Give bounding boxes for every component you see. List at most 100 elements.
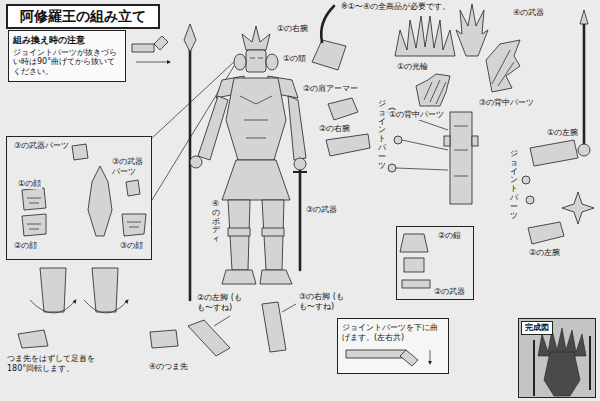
joint-part [522,176,530,184]
instruction-note: つま先をはずして足首を180°回転します。 [6,354,108,373]
leg-bottom [40,268,66,312]
shoulder-armor-part [328,98,358,120]
part-name: ②の鎧 [437,231,462,241]
weapon-part [402,280,430,288]
part-label: ジョイントパーツ [378,100,386,170]
sword [583,22,586,144]
part-label: ①の頭 [282,54,307,64]
arm-part [530,140,578,166]
side-face [266,54,278,70]
joint-part [132,44,154,52]
sword-guard [293,171,307,173]
part-label: ①の左腕 [546,128,579,138]
hand [578,144,590,156]
note-box: ②の鎧②の武器 [396,226,474,300]
sword [299,170,302,270]
part-label: ③の武器 [305,205,338,215]
toe-part [150,330,178,348]
halo [395,16,455,56]
face-part [122,214,146,236]
peg [472,136,478,146]
weapon-part [88,166,112,236]
backpack [450,112,472,204]
leg-sketch [346,350,406,358]
leader-line [396,112,448,170]
arm-part [528,222,564,244]
part-label: ②の肩アーマー [302,84,359,94]
note-box: 組み換え時の注意ジョイントパーツが抜きづらい時は90°曲げてから抜いてください。 [8,30,126,82]
knee [228,228,250,236]
pull-arrow [136,62,170,63]
part-label: ①の右腕 [276,24,309,34]
toe-part [18,330,48,348]
part-name: ③の武器パーツ [13,141,70,151]
part-label: ①の背中パーツ [388,110,445,120]
leg [262,200,284,270]
finished-sword [589,336,591,390]
box-ground [518,318,596,398]
part-name: ②の顔 [13,241,38,251]
torso-detail [240,96,272,138]
part-label: ②の右腕 [318,124,351,134]
eyes [250,58,263,59]
part-label: ④のつま先 [148,362,189,372]
arm-part [326,134,370,156]
foot [222,270,256,284]
leader-line [214,316,230,326]
note-body: ジョイントパーツが抜きづらい時は90°曲げてから抜いてください。 [13,48,121,77]
instruction-note: ③の右脚 (もも〜すね) [298,292,350,311]
spear-tip [184,24,196,52]
armor-part [404,258,424,272]
shuriken [562,192,594,224]
part-label: ①の光輪 [396,62,429,72]
hand [294,158,306,170]
note-heading: 組み換え時の注意 [13,35,121,46]
note-body: ジョイントパーツを下に曲げます。(左右共) [342,323,444,342]
part-label: ④のボディ [212,200,220,244]
part-label: ※①〜④の全商品が必要です。 [340,2,451,12]
backpack-detail [454,126,468,176]
side-face [234,54,246,70]
wing-feathers [424,80,446,104]
wing-feathers [492,50,514,86]
sword-tip [580,10,588,24]
leg-part [262,302,286,352]
finished-spear [533,340,535,396]
note-box: ③の武器パーツ①の顔③の武器パーツ②の顔③の顔 [6,136,152,260]
joint-part [526,196,534,204]
joint-part [394,136,402,144]
weapon-part [72,144,88,160]
face-part [22,214,46,236]
part-name: ①の顔 [17,179,42,189]
head [246,50,266,72]
leg-bottom [92,268,118,312]
joint-part [388,164,396,172]
title-banner: 阿修羅王の組み立て [6,4,160,29]
arm-part [312,40,346,70]
joint-part [400,350,418,366]
face-detail [27,198,41,203]
box-ground [337,318,449,374]
sword [321,6,334,42]
hand [190,156,202,168]
part-name: ③の武器パーツ [111,157,149,176]
face-part [22,188,46,210]
crest [456,4,488,56]
face-detail [127,222,141,227]
armor-part [400,234,428,252]
arm [288,96,306,160]
part-label: ③の背中パーツ [478,98,535,108]
part-label: ジョイントパーツ [510,150,518,220]
torso [226,78,286,160]
knee [262,228,284,236]
part-label: ②の左腕 [528,248,561,258]
foot [260,270,292,284]
finished-body [544,352,580,396]
face-detail [27,224,41,229]
waist-skirt [222,160,290,200]
head-crest [242,26,270,50]
rotate-arrow [84,300,128,313]
peg [444,136,450,146]
spear [189,50,192,300]
